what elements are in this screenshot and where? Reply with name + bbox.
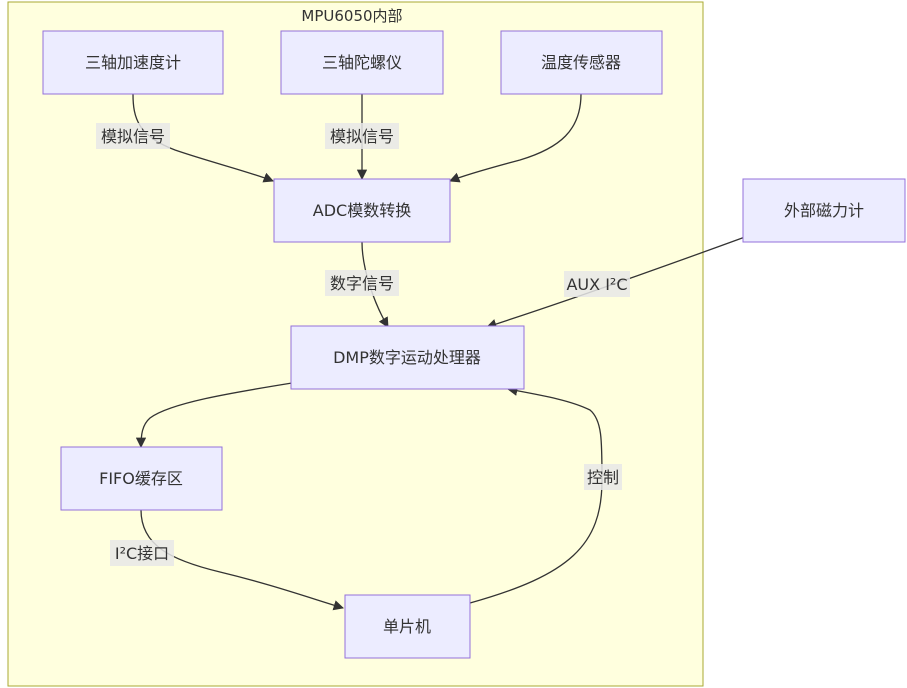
svg-text:控制: 控制	[587, 468, 619, 487]
node-temperature-sensor[interactable]: 温度传感器	[500, 30, 663, 95]
svg-text:三轴陀螺仪: 三轴陀螺仪	[322, 53, 402, 72]
node-gyroscope[interactable]: 三轴陀螺仪	[280, 30, 444, 95]
edge-dmp-to-fifo	[135, 382, 293, 449]
svg-text:ADC模数转换: ADC模数转换	[313, 201, 411, 220]
edges	[132, 93, 746, 611]
edge-accel-to-adc	[132, 93, 274, 183]
node-fifo-buffer[interactable]: FIFO缓存区	[60, 446, 223, 511]
svg-text:三轴加速度计: 三轴加速度计	[85, 53, 181, 72]
edge-label-accel-adc: 模拟信号	[96, 123, 170, 149]
node-external-magnetometer[interactable]: 外部磁力计	[742, 178, 906, 243]
svg-text:单片机: 单片机	[383, 617, 431, 636]
edge-label-gyro-adc: 模拟信号	[325, 123, 399, 149]
edge-mcu-to-dmp	[469, 385, 603, 604]
svg-text:DMP数字运动处理器: DMP数字运动处理器	[333, 348, 481, 367]
svg-text:模拟信号: 模拟信号	[330, 127, 394, 146]
svg-text:外部磁力计: 外部磁力计	[784, 201, 864, 220]
svg-text:FIFO缓存区: FIFO缓存区	[99, 469, 183, 488]
svg-text:数字信号: 数字信号	[330, 274, 394, 293]
svg-text:温度传感器: 温度传感器	[541, 53, 621, 72]
svg-text:I²C接口: I²C接口	[115, 544, 169, 563]
nodes: 三轴加速度计 三轴陀螺仪 温度传感器 ADC模数转换 外部磁力计 DMP数字运动…	[42, 30, 906, 659]
svg-text:AUX I²C: AUX I²C	[566, 275, 627, 294]
node-adc[interactable]: ADC模数转换	[273, 178, 451, 243]
edge-label-adc-dmp: 数字信号	[325, 270, 399, 296]
edge-label-mcu-dmp: 控制	[584, 464, 622, 490]
edge-label-mag-dmp: AUX I²C	[564, 271, 630, 297]
node-accelerometer[interactable]: 三轴加速度计	[42, 30, 224, 95]
edge-fifo-to-mcu	[140, 509, 344, 611]
node-dmp[interactable]: DMP数字运动处理器	[290, 325, 525, 390]
cluster-title: MPU6050内部	[301, 7, 402, 25]
edge-label-fifo-mcu: I²C接口	[110, 540, 174, 566]
svg-text:模拟信号: 模拟信号	[101, 127, 165, 146]
node-mcu[interactable]: 单片机	[344, 594, 471, 659]
edge-temp-to-adc	[449, 93, 582, 183]
edge-labels: 模拟信号 模拟信号 数字信号 AUX I²C I²C接口 控制	[96, 123, 630, 566]
